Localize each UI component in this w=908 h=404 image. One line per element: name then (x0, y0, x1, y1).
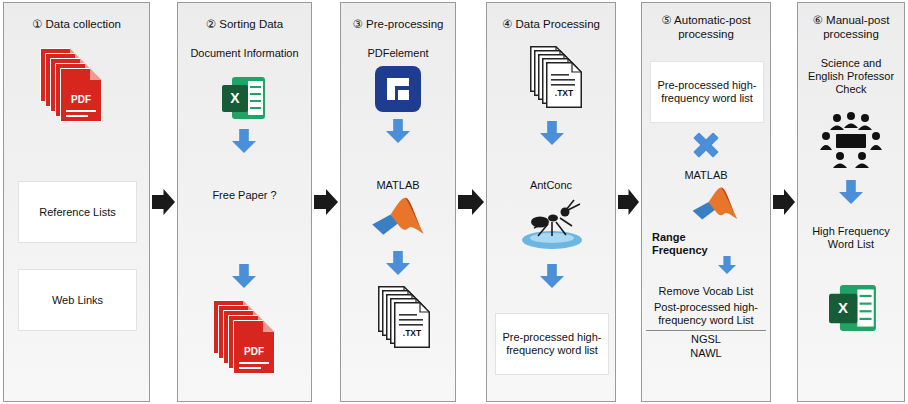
panel-text: Range (652, 231, 732, 244)
cross-symbol (693, 132, 718, 157)
word-list-box: Pre-processed high-frequency word list (495, 313, 609, 375)
stage-panel: ② Sorting DataDocument InformationFree P… (177, 2, 312, 402)
flow-arrow (839, 180, 863, 204)
panel-text: NAWL (646, 347, 766, 360)
flow-arrow (718, 256, 736, 274)
meeting-icon (820, 112, 882, 168)
panel-text: Free Paper ? (182, 189, 307, 202)
pdfelement-logo (375, 66, 421, 112)
box-text: Pre-processed high-frequency word list (496, 331, 608, 357)
stage-arrow (773, 189, 795, 215)
icon-label: .TXT (394, 329, 430, 338)
excel-icon (222, 77, 265, 119)
stage-panel: ④ Data ProcessingAntConcPre-processed hi… (486, 2, 616, 402)
source-box: Reference Lists (18, 181, 137, 243)
excel-icon (829, 285, 876, 331)
panel-text: AntConc (491, 179, 611, 192)
panel-heading: ④ Data Processing (491, 17, 611, 31)
stage-arrow (152, 189, 175, 215)
antconc-logo (522, 200, 582, 249)
txt-stack (379, 287, 430, 348)
panel-heading: ③ Pre-processing (345, 17, 451, 31)
box-text: Pre-processed high-frequency word list (651, 79, 763, 105)
panel-heading: ① Data collection (8, 17, 145, 31)
stage-panel: ③ Pre-processingPDFelementMATLAB (340, 2, 456, 402)
flow-arrow (386, 119, 410, 275)
box-text: Web Links (19, 294, 136, 307)
flow-arrow (540, 121, 564, 288)
icon-label: X (222, 91, 248, 106)
panel-text: Frequency (652, 244, 732, 257)
word-list-box: Pre-processed high-frequency word list (650, 61, 764, 123)
panel-text: High Frequency Word List (802, 225, 900, 251)
box-text: Reference Lists (19, 206, 136, 219)
panel-heading: ② Sorting Data (182, 17, 307, 31)
panel-text: Post-processed high-frequency word List (646, 301, 766, 327)
pdf-stack (214, 301, 275, 374)
panel-text: MATLAB (345, 179, 451, 192)
panel-text: Remove Vocab List (646, 285, 766, 298)
panel-text: Document Information (182, 47, 307, 60)
icon-label: PDF (235, 346, 273, 357)
icon-label: PDF (62, 94, 100, 105)
panel-grounds (3, 2, 905, 402)
stage-arrow (618, 189, 639, 215)
flow-arrow (232, 129, 256, 288)
stage-panel: ① Data collectionReference ListsWeb Link… (3, 2, 150, 402)
source-box: Web Links (18, 269, 137, 331)
stage-panel: ⑥ Manual-post processingScience and Engl… (797, 2, 905, 402)
matlab-logo (693, 188, 738, 220)
panel-text: PDFelement (345, 47, 451, 60)
txt-stack (531, 47, 582, 108)
panel-text: MATLAB (646, 169, 766, 182)
pdf-stack (41, 49, 102, 122)
panel-text: NGSL (646, 330, 766, 346)
panel-heading: ⑥ Manual-post processing (802, 13, 900, 41)
matlab-logo (372, 198, 424, 235)
panel-heading: ⑤ Automatic-post processing (646, 13, 766, 41)
panel-text: Science and English Professor Check (802, 57, 900, 96)
icon-label: .TXT (546, 89, 582, 98)
stage-panel: ⑤ Automatic-post processingMATLAB RangeFr… (641, 2, 771, 402)
stage-arrow (458, 189, 484, 215)
stage-arrow (314, 189, 338, 215)
icon-label: X (829, 300, 857, 317)
